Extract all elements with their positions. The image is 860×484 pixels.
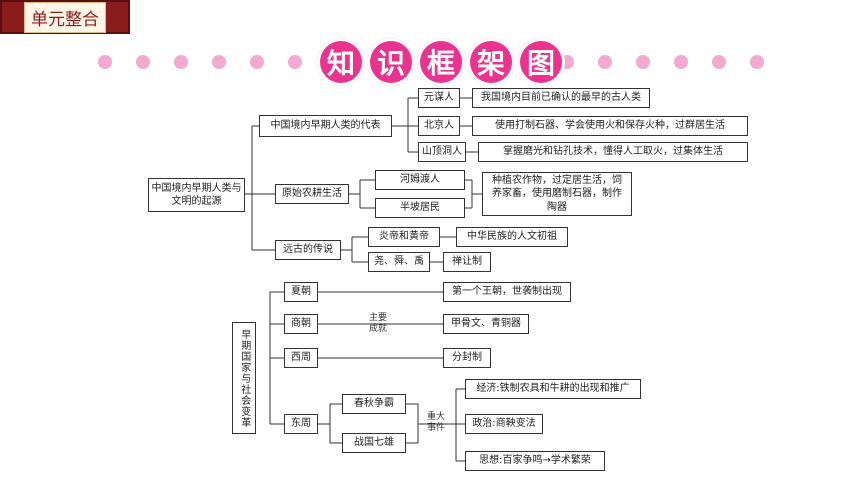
decor-dot xyxy=(98,55,112,69)
decor-dot xyxy=(250,55,264,69)
person-shandingdong-desc: 掌握磨光和钻孔技术，懂得人工取火，过集体生活 xyxy=(478,142,748,162)
decor-dot xyxy=(288,55,302,69)
root-node-origins: 中国境内早期人类与文明的起源 xyxy=(148,178,245,212)
decor-dot xyxy=(712,55,726,69)
decor-dot xyxy=(598,55,612,69)
branch-farming-life: 原始农耕生活 xyxy=(275,184,349,204)
title-char: 架 xyxy=(467,38,515,86)
period-spring-autumn: 春秋争霸 xyxy=(342,394,406,414)
decor-dot xyxy=(136,55,150,69)
decor-dot xyxy=(174,55,188,69)
achievement-label: 主要成就 xyxy=(368,313,387,334)
person-shandingdong: 山顶洞人 xyxy=(418,142,466,162)
event-politics: 政治:商鞅变法 xyxy=(465,414,543,434)
site-banpo: 半坡居民 xyxy=(375,198,465,218)
dynasty-xia-desc: 第一个王朝，世袭制出现 xyxy=(443,282,571,302)
dynasty-western-zhou: 西周 xyxy=(284,348,318,368)
person-beijing-desc: 使用打制石器、学会使用火和保存火种，过群居生活 xyxy=(472,116,748,136)
event-thought: 思想:百家争鸣→学术繁荣 xyxy=(465,451,605,471)
dynasty-eastern-zhou: 东周 xyxy=(284,414,318,434)
title-char: 框 xyxy=(417,38,465,86)
root-node-early-states: 早期国家与社会变革 xyxy=(232,322,256,434)
site-hemudu: 河姆渡人 xyxy=(375,170,465,190)
person-yuanmou: 元谋人 xyxy=(418,88,460,108)
dynasty-shang-desc: 甲骨文、青铜器 xyxy=(443,314,529,334)
period-warring-states: 战国七雄 xyxy=(342,433,406,453)
legend-yao-shun-yu: 尧、舜、禹 xyxy=(368,252,430,272)
dynasty-western-zhou-desc: 分封制 xyxy=(443,348,491,368)
unit-header-label: 单元整合 xyxy=(24,1,106,33)
dynasty-xia: 夏朝 xyxy=(284,282,318,302)
title-char: 识 xyxy=(367,38,415,86)
person-yuanmou-desc: 我国境内目前已确认的最早的古人类 xyxy=(472,88,650,108)
farming-desc: 种植农作物，过定居生活，饲养家畜，使用磨制石器，制作陶器 xyxy=(482,172,632,216)
person-beijing: 北京人 xyxy=(418,116,460,136)
decor-dot xyxy=(674,55,688,69)
decor-dot xyxy=(212,55,226,69)
event-label: 重大事件 xyxy=(426,412,445,433)
title-char: 图 xyxy=(517,38,565,86)
dynasty-shang: 商朝 xyxy=(284,314,318,334)
decor-dot xyxy=(750,55,764,69)
decor-dot xyxy=(636,55,650,69)
branch-legends: 远古的传说 xyxy=(275,240,341,260)
legend-yao-shun-yu-desc: 禅让制 xyxy=(443,252,491,272)
branch-early-humans: 中国境内早期人类的代表 xyxy=(259,115,392,137)
legend-yan-huang-desc: 中华民族的人文初祖 xyxy=(456,227,568,247)
legend-yan-huang: 炎帝和黄帝 xyxy=(368,227,440,247)
event-economy: 经济:铁制农具和牛耕的出现和推广 xyxy=(465,379,641,399)
unit-header-tag: 单元整合 xyxy=(0,0,130,34)
title-char: 知 xyxy=(317,38,365,86)
